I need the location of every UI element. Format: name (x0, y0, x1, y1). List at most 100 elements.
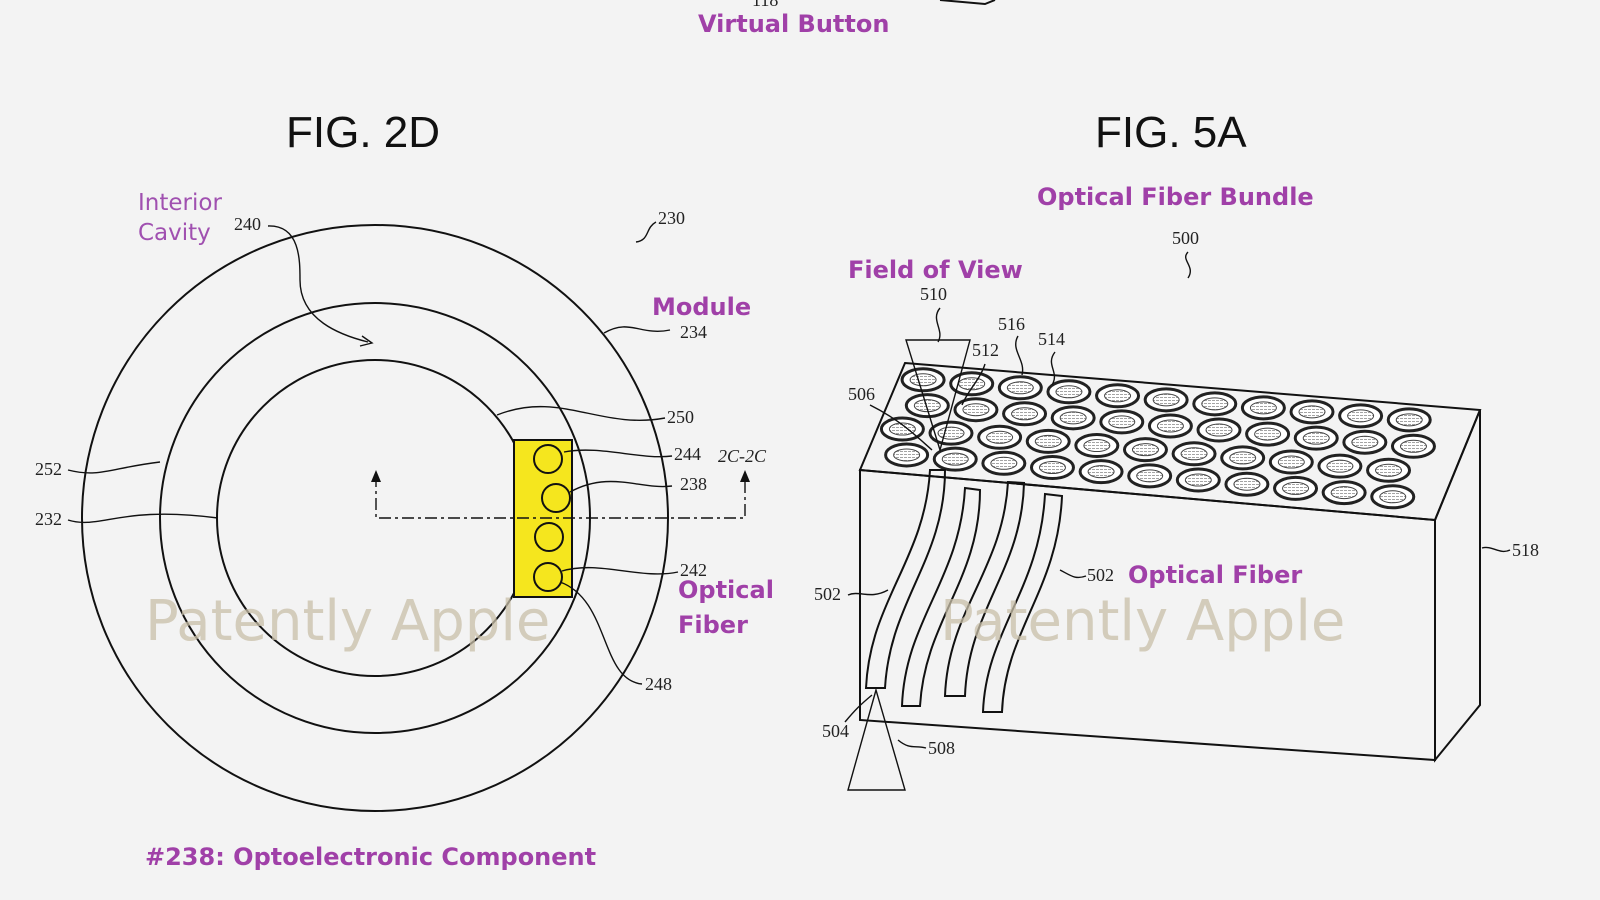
ref-242: 242 (680, 560, 707, 580)
fiber-core (1131, 443, 1159, 457)
fiber-core (1254, 427, 1282, 441)
ref-248: 248 (645, 674, 672, 694)
fiber-core (1399, 439, 1427, 453)
leader-232 (67, 513, 219, 524)
fiber-core (1108, 415, 1136, 429)
ref-514: 514 (1038, 329, 1065, 349)
ref-512: 512 (972, 340, 999, 360)
fiber-core (1059, 411, 1087, 425)
fiber-core (990, 456, 1018, 470)
interior-cavity-label-2: Cavity (138, 220, 211, 246)
leader-240 (267, 225, 369, 343)
fiber-ends (879, 367, 1436, 510)
ref-230: 230 (658, 208, 685, 228)
optical-fiber-label: Optical Fiber (1128, 561, 1302, 589)
fiber-core (937, 426, 965, 440)
optical-fiber-strip (900, 486, 982, 707)
fiber-core (1201, 397, 1229, 411)
leader-244 (563, 449, 673, 458)
optical-fiber-end (541, 483, 571, 513)
fiber-core (1379, 490, 1407, 504)
ref-506: 506 (848, 384, 875, 404)
fig-2d-caption: #238: Optoelectronic Component (145, 843, 596, 871)
ref-502-left: 502 (814, 584, 841, 604)
fiber-core (1006, 381, 1034, 395)
leader-252 (67, 461, 161, 474)
ref-516: 516 (998, 314, 1025, 334)
fiber-core (1034, 434, 1062, 448)
fiber-core (1038, 460, 1066, 474)
ref-508: 508 (928, 738, 955, 758)
fiber-core (1395, 413, 1423, 427)
fiber-core (1205, 423, 1233, 437)
optical-fiber-end (533, 444, 563, 474)
field-of-view-cone-510 (905, 339, 971, 453)
fiber-core (1083, 439, 1111, 453)
watermark-right: Patently Apple (940, 589, 1345, 654)
fiber-core (1055, 385, 1083, 399)
ref-504: 504 (822, 721, 849, 741)
virtual-button-caption: Virtual Button (698, 10, 889, 38)
fig-5a-title: FIG. 5A (1095, 108, 1247, 157)
fiber-core (1375, 463, 1403, 477)
interior-cavity-label-1: Interior (138, 190, 222, 216)
fiber-core (1229, 451, 1257, 465)
fiber-core (913, 399, 941, 413)
fiber-core (1330, 486, 1358, 500)
fiber-core (893, 448, 921, 462)
leader-250 (496, 406, 666, 421)
watermark-left: Patently Apple (145, 589, 550, 654)
optical-fiber-strip (981, 492, 1064, 713)
outer-housing-ring (81, 224, 669, 812)
optical-fiber-end (533, 562, 563, 592)
fig-2d-title: FIG. 2D (286, 108, 440, 157)
optical-fiber-label-1: Optical (678, 576, 774, 604)
ref-510: 510 (920, 284, 947, 304)
fiber-core (1087, 465, 1115, 479)
fiber-core (1104, 389, 1132, 403)
fiber-core (1282, 481, 1310, 495)
ref-244: 244 (674, 444, 701, 464)
fiber-core (1152, 393, 1180, 407)
field-of-view-cone-508 (847, 687, 906, 791)
fiber-core (1180, 447, 1208, 461)
fiber-core (1351, 435, 1379, 449)
fiber-core (1011, 407, 1039, 421)
leader-248 (559, 581, 643, 685)
ref-234: 234 (680, 322, 707, 342)
ref-518: 518 (1512, 540, 1539, 560)
fig-2d: FIG. 2D Interior Cavity 240 230 Module 2… (35, 108, 774, 871)
fiber-core (986, 430, 1014, 444)
optical-fiber-end (534, 522, 564, 552)
ref-232: 232 (35, 509, 62, 529)
fiber-core (1326, 459, 1354, 473)
ref-502: 502 (1087, 565, 1114, 585)
fiber-core (1233, 477, 1261, 491)
fiber-core (1156, 419, 1184, 433)
fiber-core (941, 452, 969, 466)
fig-5a: FIG. 5A Optical Fiber Bundle 500 Field o… (814, 108, 1539, 791)
ref-252: 252 (35, 459, 62, 479)
module-label: Module (652, 293, 751, 321)
leader-234 (603, 326, 671, 334)
fiber-core (1298, 405, 1326, 419)
bundle-label: Optical Fiber Bundle (1037, 183, 1314, 211)
fiber-core (962, 403, 990, 417)
ref-2c-2c: 2C-2C (718, 446, 767, 466)
fiber-core (1249, 401, 1277, 415)
fiber-core (1277, 455, 1305, 469)
leader-238 (569, 480, 673, 493)
device-edge (939, 0, 996, 6)
ref-500: 500 (1172, 228, 1199, 248)
fiber-core (1347, 409, 1375, 423)
ref-238: 238 (680, 474, 707, 494)
fiber-core (909, 373, 937, 387)
fiber-core (1184, 473, 1212, 487)
bundle-side-face (1434, 409, 1481, 763)
optical-fiber-strip (943, 480, 1026, 697)
fiber-core (1136, 469, 1164, 483)
optical-fiber-strip (864, 469, 947, 689)
leader-242 (561, 566, 679, 575)
fiber-core (1302, 431, 1330, 445)
